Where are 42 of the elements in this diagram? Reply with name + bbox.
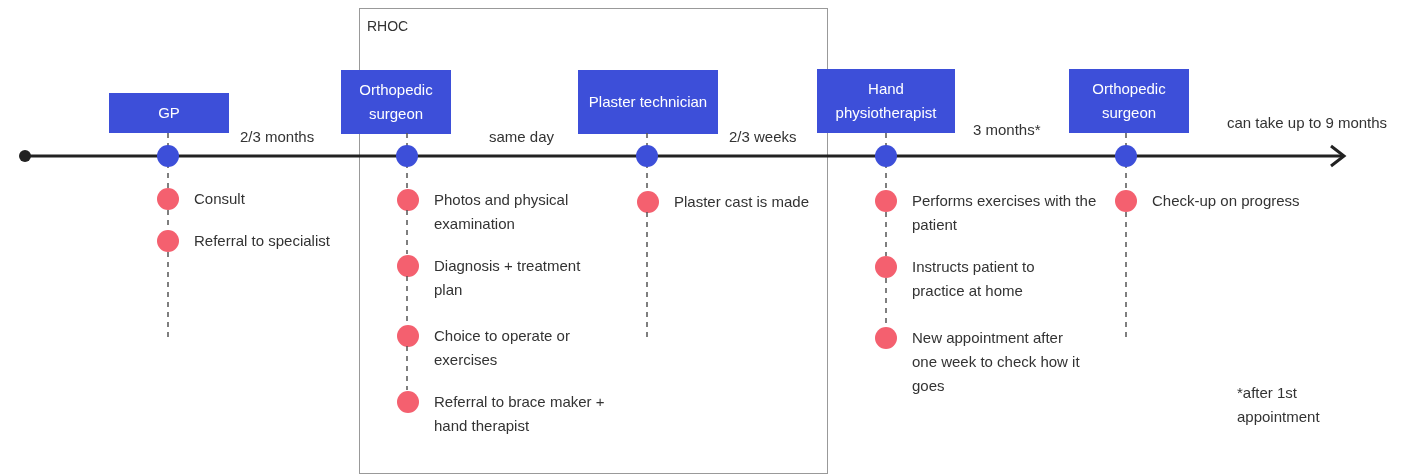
dashed-connector (406, 345, 408, 391)
step-text: Instructs patient to practice at home (912, 257, 1036, 301)
role-box: Orthopedic surgeon (1069, 69, 1189, 133)
step-dot (875, 327, 897, 349)
step-dot (397, 325, 419, 347)
duration-label: 3 months* (973, 120, 1042, 140)
footnote: *after 1st appointment (1237, 383, 1321, 427)
frame-title: RHOC (367, 18, 409, 34)
step-text: Diagnosis + treatment plan (434, 256, 582, 300)
step-dot (875, 256, 897, 278)
role-box: Orthopedic surgeon (341, 70, 451, 134)
dashed-connector (1125, 132, 1127, 191)
role-box: Hand physiotherapist (817, 69, 955, 133)
step-dot (157, 230, 179, 252)
duration-label: 2/3 months (240, 127, 316, 147)
step-dot (397, 255, 419, 277)
step-text: Check-up on progress (1152, 191, 1301, 211)
step-dot (875, 190, 897, 212)
step-text: Consult (194, 189, 246, 209)
step-dot (397, 189, 419, 211)
duration-label: same day (489, 127, 556, 147)
step-dot (637, 191, 659, 213)
step-text: Choice to operate or exercises (434, 326, 571, 370)
step-dot (1115, 190, 1137, 212)
step-text: Photos and physical examination (434, 190, 570, 234)
role-box: GP (109, 93, 229, 133)
step-text: Performs exercises with the patient (912, 191, 1098, 235)
dashed-connector (406, 132, 408, 189)
step-text: New appointment after one week to check how it goes (912, 328, 1081, 396)
step-text: Referral to brace maker + hand therapist (434, 392, 606, 436)
duration-label: can take up to 9 months (1227, 113, 1389, 133)
role-box: Plaster technician (578, 70, 718, 134)
dashed-connector (406, 209, 408, 255)
duration-label: 2/3 weeks (729, 127, 798, 147)
dashed-connector (885, 132, 887, 191)
dashed-connector (646, 132, 648, 191)
dashed-connector (885, 211, 887, 257)
dashed-connector (167, 132, 169, 189)
step-dot (157, 188, 179, 210)
step-text: Plaster cast is made (674, 192, 811, 212)
step-text: Referral to specialist (194, 231, 331, 251)
step-dot (397, 391, 419, 413)
